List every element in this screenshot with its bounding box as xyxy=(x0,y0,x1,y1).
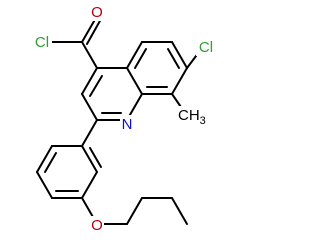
bonds xyxy=(36,15,200,225)
bond-ph1-ph2-inner xyxy=(89,147,102,168)
atom-label-methyl: CH3 xyxy=(178,107,206,127)
bond-ph2-ph3 xyxy=(81,171,98,199)
bond-c3-c2 xyxy=(81,93,98,121)
bond-c4-c3-inner xyxy=(89,75,103,97)
bond-ch2a-ch2b xyxy=(126,197,143,225)
atom-label-n-ring: N xyxy=(122,116,133,133)
bond-c4-carbonyl xyxy=(81,41,98,69)
bond-ph4-ph5 xyxy=(36,171,53,199)
atom-label-cl-acyl: Cl xyxy=(35,34,49,51)
bond-c4-c3 xyxy=(81,67,98,95)
atom-label-o-carbonyl: O xyxy=(91,4,103,21)
atom-labels: Cl O Cl N CH3 O xyxy=(32,3,216,234)
bond-ch2c-ch3 xyxy=(171,197,188,225)
bond-ph5-ph6 xyxy=(36,145,53,173)
bond-c4a-c5-inner xyxy=(134,48,147,69)
bond-c4a-c5 xyxy=(126,41,143,69)
atom-label-o-ether: O xyxy=(91,217,103,234)
bond-c6-c7-inner xyxy=(167,48,180,69)
bond-c8a-c4a xyxy=(126,67,143,95)
bond-c2-phenyl xyxy=(81,119,98,147)
methyl-subscript: 3 xyxy=(200,115,206,127)
chemical-structure-diagram: Cl O Cl N CH3 O xyxy=(32,3,216,234)
bond-c6-c7 xyxy=(171,41,188,69)
methyl-ch: CH xyxy=(178,107,200,124)
bond-ph5-ph6-inner xyxy=(44,152,57,173)
bond-ph1-ph2 xyxy=(81,145,98,173)
bond-carbonyl-c-o-double xyxy=(86,18,102,45)
atom-label-cl-ring: Cl xyxy=(199,39,213,56)
bond-c7-c8 xyxy=(171,67,188,95)
